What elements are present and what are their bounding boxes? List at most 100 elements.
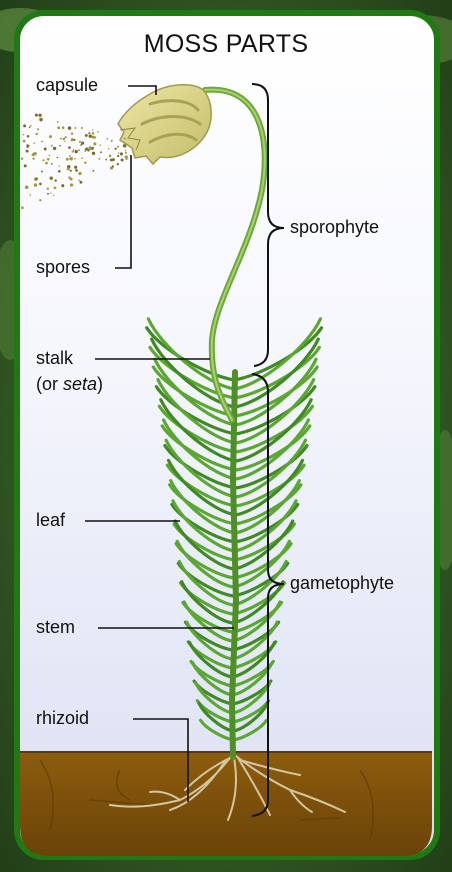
spore-dot [74,127,76,129]
spore-dot [24,164,27,167]
spore-dot [111,158,114,161]
spore-dot [78,149,80,151]
spore-dot [57,157,59,159]
spore-dot [84,161,86,163]
spore-dot [117,146,119,148]
spore-dot [92,170,94,172]
spore-dot [111,140,113,142]
spore-dot [67,167,70,170]
spore-dot [57,121,59,123]
spores-cloud [21,114,128,209]
spore-dot [37,128,39,130]
spore-dot [92,136,95,139]
spore-dot [63,138,65,140]
stalk-alt-term: seta [63,374,97,394]
spore-dot [87,147,89,149]
spore-dot [64,141,65,142]
spore-dot [39,118,41,120]
spore-dot [126,158,128,160]
spore-dot [115,148,117,150]
stem-stalk [232,372,236,757]
spore-dot [71,132,73,134]
spore-dot [32,157,34,159]
spore-dot [89,135,92,138]
label-leaf: leaf [36,510,65,531]
label-stalk-alternate: (or seta) [36,374,103,395]
spore-dot [50,192,51,193]
spore-dot [68,126,72,130]
spore-dot [38,114,41,117]
spore-dot [30,194,32,196]
spore-dot [32,153,35,156]
spore-dot [27,135,30,138]
spore-dot [100,144,101,145]
spore-dot [108,148,110,150]
spore-dot [39,183,42,186]
spore-dot [93,142,96,145]
label-rhizoid: rhizoid [36,708,89,729]
leaf-blade [234,521,293,569]
spore-dot [43,159,45,161]
spore-dot [47,187,49,189]
leaf-blade [175,521,234,569]
spore-dot [74,158,76,160]
sporophyte-brace [252,84,284,366]
spore-dot [23,140,26,143]
spore-dot [117,155,119,157]
spore-dot [41,171,43,173]
spore-dot [88,133,90,135]
spore-dot [57,126,60,129]
spore-dot [35,177,38,180]
spore-dot [36,133,38,135]
spore-dot [124,137,126,139]
spore-dot [69,158,70,159]
label-sporophyte: sporophyte [290,217,379,238]
spore-dot [78,180,80,182]
leaf-blade [173,501,235,551]
label-stalk: stalk [36,348,73,369]
spore-dot [51,163,53,165]
label-gametophyte: gametophyte [290,573,394,594]
spore-dot [70,183,73,186]
spore-dot [81,157,83,159]
spore-dot [60,138,62,140]
spore-dot [75,169,78,172]
spore-dot [35,114,38,117]
spore-dot [75,150,78,153]
spore-dot [118,152,120,154]
spore-dot [61,184,64,187]
spore-dot [41,141,42,142]
spore-dot [30,125,32,127]
spore-dot [68,146,71,149]
spore-dot [97,131,99,133]
spore-dot [105,159,107,161]
spore-dot [123,144,126,147]
spore-dot [74,166,77,169]
spore-dot [53,147,56,150]
spore-dot [69,155,71,157]
spore-dot [65,136,67,138]
stalk-alt-close: ) [97,374,103,394]
spore-dot [121,158,124,161]
spores-leader [115,155,131,268]
spore-dot [47,158,50,161]
spore-dot [49,155,51,157]
spore-dot [78,172,81,175]
leaf-blade [171,481,235,533]
soil [20,752,432,856]
spore-dot [72,150,74,152]
spore-dot [21,206,24,209]
stalk-alt-open: (or [36,374,63,394]
spore-dot [54,179,56,181]
spore-dot [69,178,71,180]
spore-dot [125,152,127,154]
spore-dot [49,135,52,138]
spore-dot [51,145,53,147]
spore-dot [47,193,49,195]
spore-dot [85,150,87,152]
spore-dot [44,148,47,151]
spore-dot [59,165,61,167]
spore-dot [89,147,92,150]
spore-dot [98,158,100,160]
